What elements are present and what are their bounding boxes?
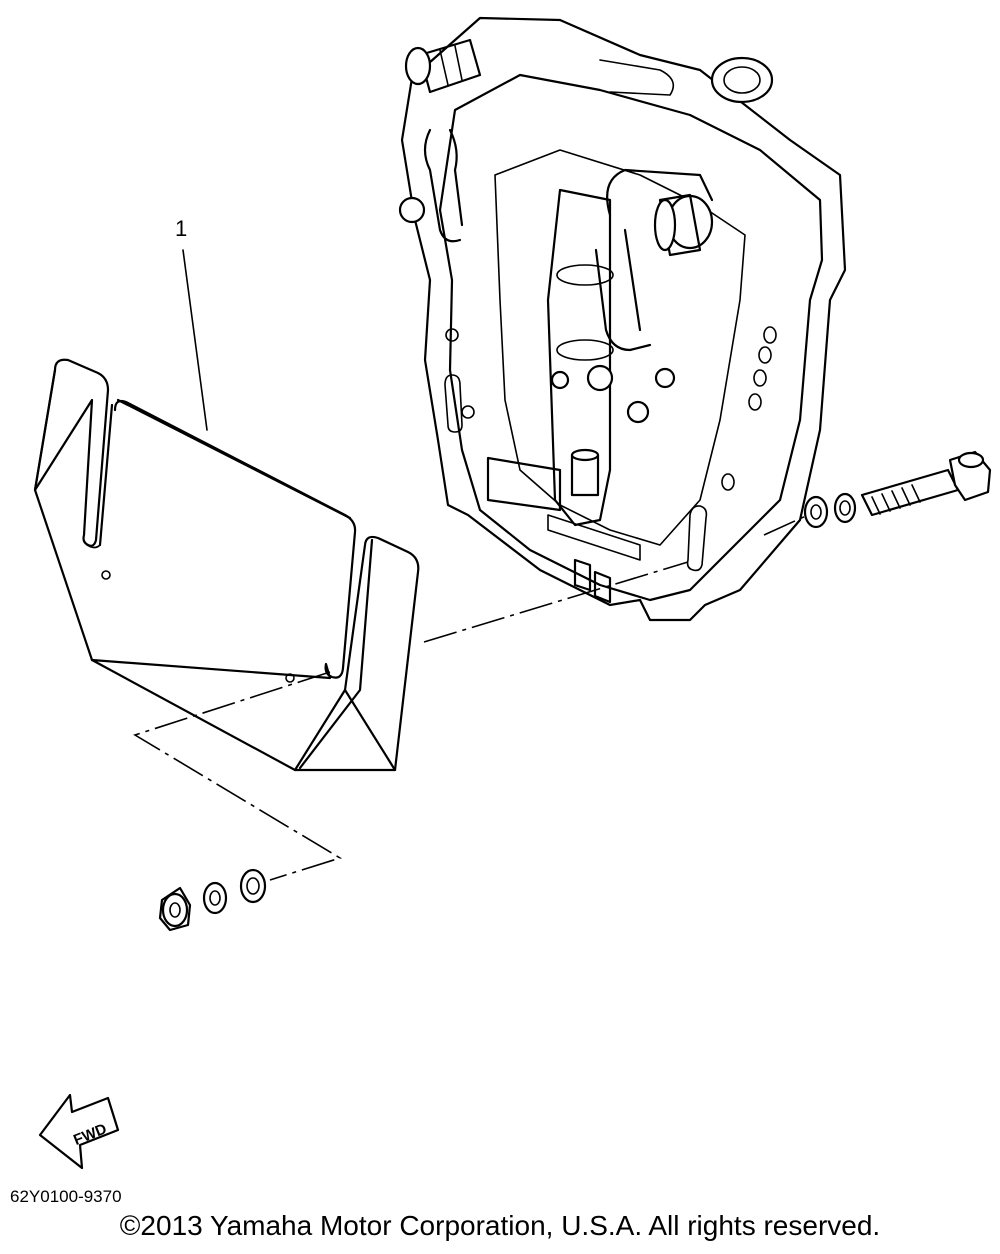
flat-washer-right xyxy=(803,495,829,529)
part-1-plate xyxy=(33,358,420,772)
flat-washer-lower xyxy=(239,868,267,904)
callout-label-1: 1 xyxy=(175,216,187,241)
spring-washer xyxy=(833,492,857,524)
fwd-arrow-icon xyxy=(38,1093,120,1170)
assembly-centerlines xyxy=(133,514,809,881)
drawing-number: 62Y0100-9370 xyxy=(10,1187,122,1206)
clamp-bracket-assembly xyxy=(398,16,847,622)
mounting-bolt xyxy=(860,450,992,517)
nut xyxy=(158,886,192,932)
spring-washer-lower xyxy=(202,881,228,915)
callout-leader-1 xyxy=(182,249,208,431)
copyright-notice: ©2013 Yamaha Motor Corporation, U.S.A. A… xyxy=(119,1210,881,1241)
fwd-marker: FWD xyxy=(38,1093,120,1170)
